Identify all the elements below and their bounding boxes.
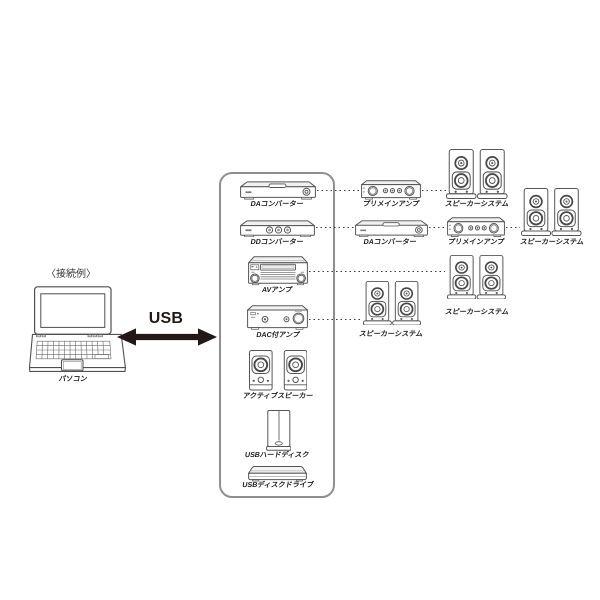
da-converter-2-illustration — [355, 219, 428, 237]
dotted-line-row2-b — [428, 226, 447, 229]
speaker-system-4-label: スピーカーシステム — [358, 329, 424, 338]
dotted-line-row1-b — [421, 189, 446, 192]
speaker-system-2-label: スピーカーシステム — [519, 237, 584, 246]
usb-hdd-illustration — [265, 409, 291, 451]
usb-arrow-icon — [117, 327, 217, 346]
dotted-line-row3 — [309, 270, 445, 273]
dd-converter-illustration — [239, 219, 315, 237]
usb-drive-label: USBディスクドライブ — [241, 481, 314, 489]
laptop-illustration — [29, 286, 126, 372]
computer-label: パソコン — [58, 374, 88, 383]
dotted-line-row2-c — [506, 226, 520, 229]
caption-connection-example: 〈接続例〉 — [46, 269, 96, 280]
speaker-system-4-illustration — [363, 281, 421, 326]
da-converter-label: DAコンバーター — [249, 200, 305, 208]
premain-amp-1-label: プリメインアンプ — [361, 199, 420, 208]
premain-amp-2-illustration — [447, 216, 505, 237]
usb-hdd-label: USBハードディスク — [244, 451, 310, 459]
speaker-system-3-illustration — [447, 255, 506, 300]
dd-converter-label: DDコンバーター — [249, 238, 305, 246]
dotted-line-row4 — [308, 318, 363, 321]
av-amp-label: AVアンプ — [261, 286, 293, 294]
premain-amp-2-label: プリメインアンプ — [447, 238, 505, 246]
speaker-system-2-illustration — [521, 188, 582, 236]
active-speaker-illustration — [249, 350, 307, 391]
active-speaker-label: アクティブスピーカー — [242, 392, 314, 400]
speaker-system-1-illustration — [446, 149, 508, 199]
premain-amp-1-illustration — [360, 179, 421, 200]
dotted-line-row1-a — [317, 189, 359, 192]
speaker-system-1-label: スピーカーシステム — [444, 199, 509, 208]
av-amp-illustration — [248, 255, 308, 285]
da-converter-2-label: DAコンバーター — [362, 237, 418, 246]
da-converter-illustration — [240, 180, 316, 200]
dotted-line-row2-a — [315, 226, 355, 229]
speaker-system-3-label: スピーカーシステム — [444, 307, 510, 316]
dac-amp-label: DAC付アンプ — [255, 330, 300, 339]
usb-label: USB — [148, 310, 184, 327]
dac-amp-illustration — [246, 304, 308, 330]
